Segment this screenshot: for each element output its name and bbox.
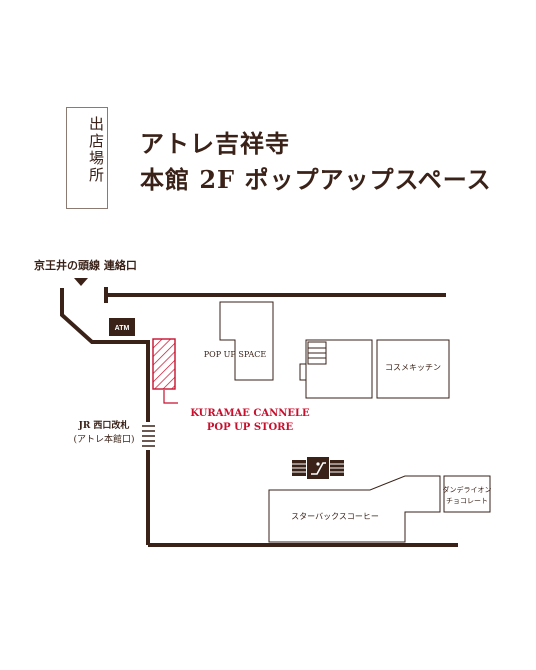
store-leader-line xyxy=(163,390,178,404)
dandelion-label-line2: チョコレート xyxy=(446,497,488,505)
stairs-icon xyxy=(307,341,327,365)
starbucks-label: スターバックスコーヒー xyxy=(291,512,379,521)
cosme-block xyxy=(299,339,373,399)
entrance-keio-label: 京王井の頭線 連絡口 xyxy=(34,258,137,272)
cosme-kitchen-room[interactable] xyxy=(376,339,450,399)
wall-left xyxy=(60,288,150,422)
location-label-box: 出店場所 xyxy=(66,107,108,209)
jr-gate-icon xyxy=(142,425,155,447)
page-title: アトレ吉祥寺 xyxy=(140,129,290,158)
location-label: 出店場所 xyxy=(87,116,105,184)
pop-up-space-room[interactable] xyxy=(219,301,274,381)
starbucks-room[interactable] xyxy=(268,475,441,543)
jr-gate-label-line2: (アトレ本館口) xyxy=(73,433,134,445)
store-label-line1: KURAMAE CANNELE xyxy=(190,408,310,419)
jr-gate-label-line1: JR 西口改札 xyxy=(78,419,130,431)
dandelion-label-line1: ダンデライオン xyxy=(443,485,492,494)
walls xyxy=(60,287,458,547)
dandelion-room[interactable] xyxy=(443,475,491,513)
atm-label: ATM xyxy=(115,325,130,332)
page-subtitle: 本館 2F ポップアップスペース xyxy=(140,165,492,194)
cosme-kitchen-label: コスメキッチン xyxy=(385,363,441,372)
kuramae-cannele-store[interactable] xyxy=(152,338,176,390)
pop-up-space-label: POP UP SPACE xyxy=(204,350,267,359)
store-label-line2: POP UP STORE xyxy=(207,422,294,433)
atm-box[interactable] xyxy=(109,318,135,336)
escalator-icon xyxy=(292,457,344,479)
triangle-down-icon xyxy=(74,278,88,286)
